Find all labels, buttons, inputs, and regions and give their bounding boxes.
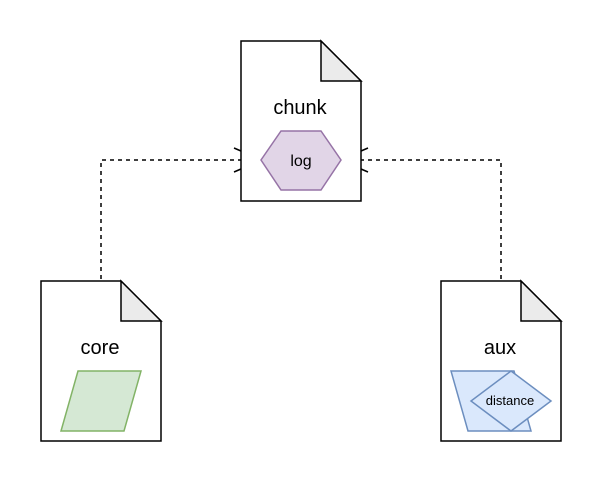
parallelogram-core[interactable] bbox=[60, 370, 142, 432]
document-aux[interactable]: aux distance bbox=[440, 279, 563, 442]
edge-aux-line bbox=[340, 159, 502, 279]
diamond-distance[interactable]: distance bbox=[469, 370, 553, 432]
document-aux-label: aux bbox=[484, 337, 516, 359]
hexagon-log-shape bbox=[260, 130, 342, 191]
edge-core-line bbox=[100, 159, 262, 279]
document-core[interactable]: core bbox=[40, 279, 163, 442]
edge-core-to-chunk[interactable] bbox=[100, 147, 263, 279]
hexagon-log[interactable]: log bbox=[260, 130, 342, 191]
diamond-distance-shape bbox=[469, 370, 553, 432]
document-aux-fold bbox=[520, 279, 563, 322]
document-chunk-fold bbox=[320, 39, 363, 82]
edge-aux-to-chunk[interactable] bbox=[339, 147, 502, 279]
hexagon-log-label: log bbox=[290, 153, 311, 170]
diamond-distance-label: distance bbox=[486, 393, 534, 408]
document-core-label: core bbox=[81, 337, 120, 359]
document-chunk-label: chunk bbox=[273, 97, 327, 119]
document-chunk[interactable]: chunk log bbox=[240, 39, 363, 202]
document-core-fold bbox=[120, 279, 163, 322]
